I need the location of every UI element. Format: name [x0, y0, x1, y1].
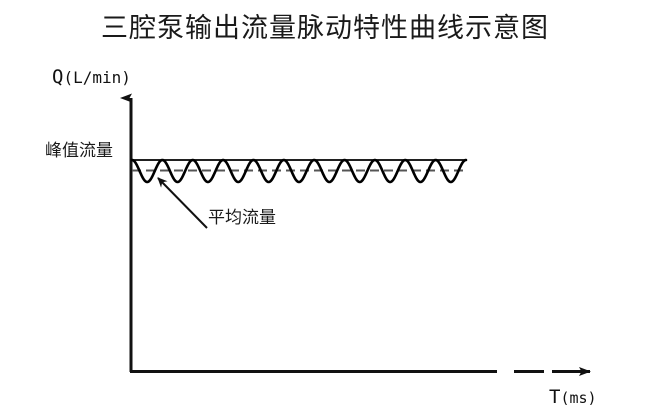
flow-pulsation-curve [130, 158, 468, 184]
x-axis-unit: (ms) [560, 389, 597, 407]
y-axis-symbol: Q [52, 66, 64, 88]
mean-flow-label: 平均流量 [208, 208, 276, 228]
chart-title: 三腔泵输出流量脉动特性曲线示意图 [101, 13, 549, 44]
x-axis-symbol: T [549, 386, 561, 408]
y-axis-unit: (L/min) [63, 68, 131, 87]
x-axis-label: T(ms) [549, 386, 597, 408]
peak-flow-label: 峰值流量 [45, 141, 113, 161]
y-axis-label: Q(L/min) [52, 66, 131, 88]
mean-flow-leader-line [157, 177, 208, 229]
